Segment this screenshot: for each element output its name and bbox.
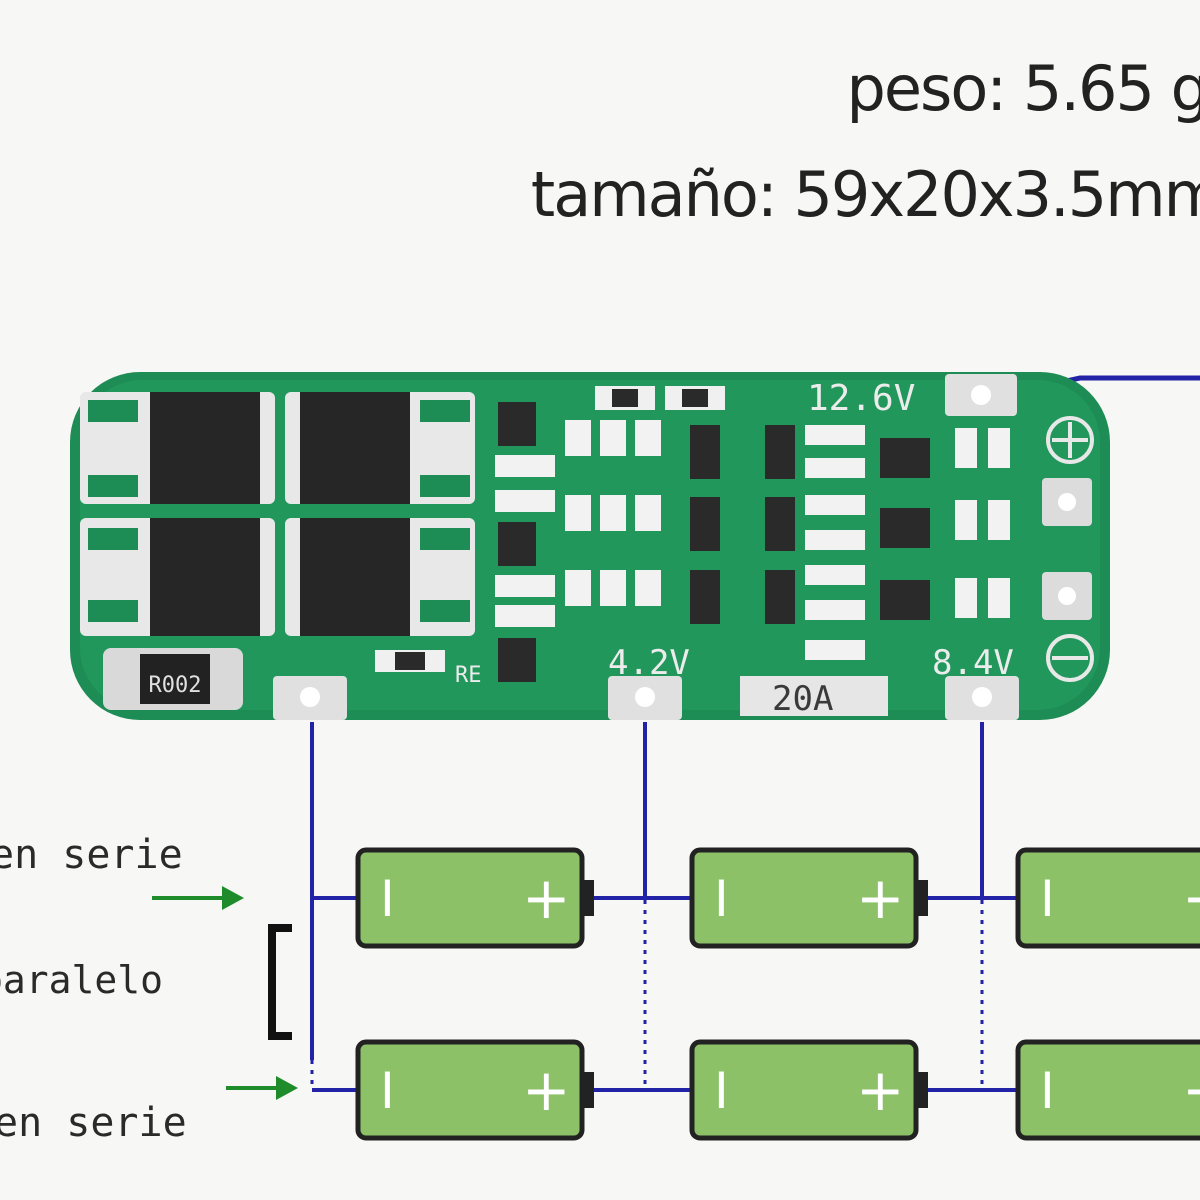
battery-plus-sign: +: [856, 1056, 905, 1124]
battery-minus-sign: I: [714, 1062, 729, 1120]
battery-minus-sign: I: [380, 870, 395, 928]
battery-cell: [1015, 1039, 1200, 1141]
spec-size: tamaño: 59x20x3.5mm: [530, 158, 1200, 231]
arrow-serie-bottom: [226, 1076, 298, 1100]
battery-row-top: [355, 847, 1200, 949]
battery-cell: [355, 847, 594, 949]
parallel-wires: [310, 900, 984, 1090]
bms-board: R002: [70, 372, 1110, 720]
voltage-label-4v2: 4.2V: [608, 643, 690, 683]
battery-plus-sign: +: [1182, 1056, 1200, 1124]
spec-weight: peso: 5.65 g: [846, 52, 1200, 125]
current-badge: [740, 676, 888, 716]
mosfet-group: [80, 392, 475, 636]
battery-minus-sign: I: [380, 1062, 395, 1120]
plus-symbol: [1046, 416, 1094, 464]
battery-plus-sign: +: [856, 864, 905, 932]
battery-minus-sign: I: [1040, 870, 1055, 928]
minus-symbol: [1046, 634, 1094, 682]
voltage-label-8v4: 8.4V: [932, 643, 1014, 683]
battery-minus-sign: I: [1040, 1062, 1055, 1120]
battery-plus-sign: +: [522, 864, 571, 932]
smd-components: [375, 386, 930, 682]
battery-cell: [355, 1039, 594, 1141]
battery-cell: [689, 1039, 928, 1141]
resistor-label: R002: [149, 673, 202, 698]
battery-row-bottom: [355, 1039, 1200, 1141]
battery-plus-sign: +: [522, 1056, 571, 1124]
battery-cell: [1015, 847, 1200, 949]
smd-resistors: [495, 420, 1010, 660]
paralelo-bracket: [268, 924, 292, 1040]
battery-plus-sign: +: [1182, 864, 1200, 932]
label-serie-bottom: en serie: [0, 1100, 187, 1146]
series-wires: [312, 896, 1018, 1092]
voltage-label-12v6: 12.6V: [807, 378, 915, 419]
arrow-serie-top: [152, 886, 244, 910]
battery-minus-sign: I: [714, 870, 729, 928]
re-label: RE: [455, 663, 482, 688]
battery-cell: [689, 847, 928, 949]
label-paralelo: paralelo: [0, 958, 164, 1002]
current-rating: 20A: [772, 679, 833, 719]
label-serie-top: en serie: [0, 832, 183, 878]
